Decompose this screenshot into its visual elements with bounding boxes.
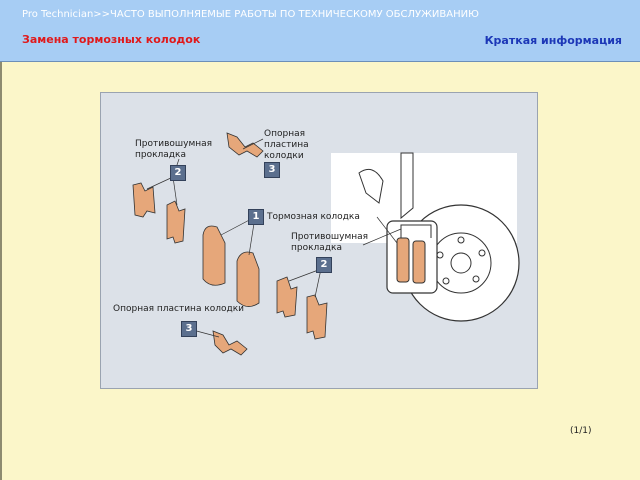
support-plate-bottom: [212, 330, 248, 356]
installed-pad-1: [396, 237, 410, 283]
leader-to-caliper: [376, 216, 398, 244]
lug-nut-2: [478, 249, 486, 257]
lug-nut-1: [457, 236, 465, 244]
label-anti-squeal-shim-left: Противошумная прокладка: [135, 139, 213, 160]
lug-nut-3: [472, 275, 480, 283]
label-brake-pad: Тормозная колодка: [267, 212, 360, 222]
shim-right-2: [306, 294, 328, 340]
caliper-bridge: [400, 224, 432, 238]
leader-shim-right-b: [314, 268, 322, 298]
page-indicator: (1/1): [570, 426, 592, 436]
badge-1: 1: [248, 209, 264, 225]
hub-center: [450, 252, 472, 274]
knuckle-arm: [358, 168, 384, 204]
diagram-drawing: [132, 132, 520, 356]
strut: [400, 152, 414, 220]
leader-shim-left-a: [146, 176, 174, 190]
brake-pad-2: [236, 251, 260, 307]
installed-pad-2: [412, 240, 426, 284]
brake-pad-1: [202, 225, 226, 286]
support-plate-top: [226, 132, 264, 158]
badge-2-left: 2: [170, 165, 186, 181]
page-subtitle: Замена тормозных колодок: [22, 33, 201, 46]
shim-left: [132, 182, 156, 218]
label-anti-squeal-shim-right: Противошумная прокладка: [291, 232, 369, 253]
brief-info-link[interactable]: Краткая информация: [484, 34, 622, 47]
header-bar: Pro Technician>>ЧАСТО ВЫПОЛНЯЕМЫЕ РАБОТЫ…: [0, 0, 640, 62]
badge-3-top: 3: [264, 162, 280, 178]
label-support-plate-top: Опорная пластина колодки: [264, 129, 309, 161]
breadcrumb: Pro Technician>>ЧАСТО ВЫПОЛНЯЕМЫЕ РАБОТЫ…: [22, 9, 479, 20]
shim-left-2: [166, 200, 186, 244]
leader-support-top: [242, 138, 264, 150]
label-support-plate-bottom: Опорная пластина колодки: [113, 304, 245, 314]
badge-3-bottom: 3: [181, 321, 197, 337]
leader-shim-right-a: [288, 268, 322, 282]
badge-2-right: 2: [316, 257, 332, 273]
shim-right-1: [276, 276, 298, 318]
brake-pad-diagram: Опорная пластина колодки 3 Противошумная…: [100, 92, 538, 389]
leader-shim-left-b: [172, 176, 178, 206]
lug-nut-4: [442, 277, 450, 285]
leader-to-caliper-2: [362, 228, 402, 246]
